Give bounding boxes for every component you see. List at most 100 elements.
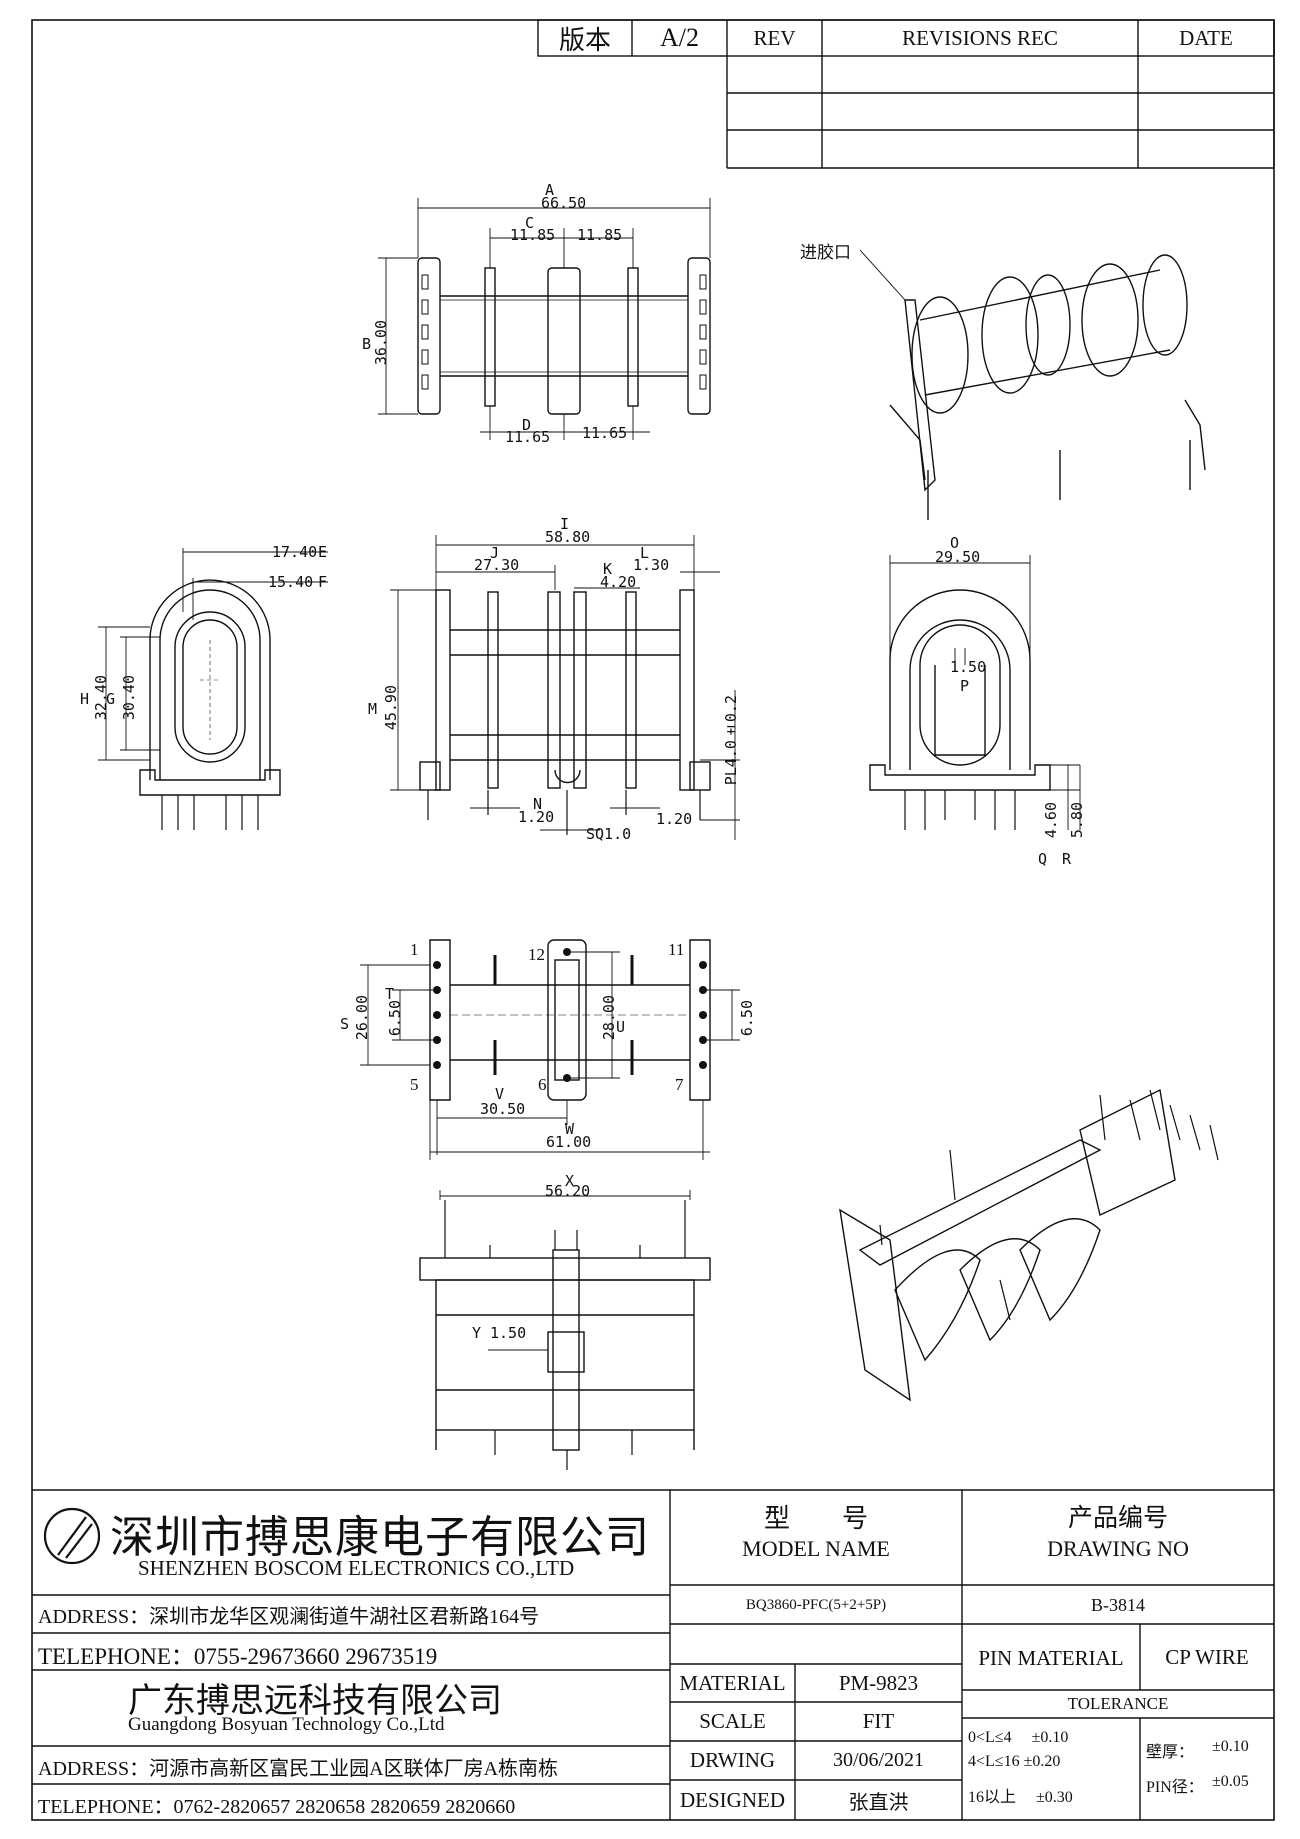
date-header: DATE xyxy=(1179,25,1233,50)
pin-1-label: 1 xyxy=(410,940,419,959)
dim-N-left: 1.20 xyxy=(518,808,555,826)
dim-V: 30.50 xyxy=(480,1100,526,1118)
dim-SQ: SQ1.0 xyxy=(586,825,632,843)
designed-label: DESIGNED xyxy=(680,1787,785,1812)
model-label-en: MODEL NAME xyxy=(742,1536,890,1561)
dim-V-letter: V xyxy=(495,1085,505,1103)
dim-T: 6.50 xyxy=(386,1000,404,1037)
dim-J: 27.30 xyxy=(474,556,520,574)
dim-C-letter: C xyxy=(525,214,535,232)
dim-P-letter: P xyxy=(960,677,970,695)
dim-R: 5.80 xyxy=(1068,802,1086,839)
dim-J-letter: J xyxy=(490,544,500,562)
version-label: 版本 xyxy=(558,25,611,55)
dim-D-right: 11.65 xyxy=(582,424,628,442)
pin-7-label: 7 xyxy=(675,1075,684,1094)
dim-M: 45.90 xyxy=(382,685,400,731)
dim-Y: 1.50 xyxy=(490,1324,527,1342)
dim-A: 66.50 xyxy=(541,194,587,212)
iso-view-1 xyxy=(859,249,1206,520)
company2-name-en: Guangdong Bosyuan Technology Co.,Ltd xyxy=(128,1714,445,1735)
revisions-header: REVISIONS REC xyxy=(902,25,1058,50)
revision-table xyxy=(537,19,1275,169)
version-value: A/2 xyxy=(660,23,699,52)
gate-label: 进胶口 xyxy=(800,243,851,262)
title-block-grid xyxy=(32,1489,1274,1820)
dim-X: 56.20 xyxy=(545,1182,591,1200)
front-view xyxy=(390,535,740,840)
dim-K: 4.20 xyxy=(600,573,637,591)
end-view-right xyxy=(869,555,1081,830)
dim-PL: PL4.0±0.2 xyxy=(722,695,740,786)
pin-dia-label: PIN径： xyxy=(1146,1779,1204,1796)
end-view-left xyxy=(98,548,328,830)
dim-A-letter: A xyxy=(545,181,555,199)
dim-P: 1.50 xyxy=(950,658,987,676)
drawing-date-label: DRWING xyxy=(689,1748,776,1772)
dim-W-letter: W xyxy=(565,1120,575,1138)
dim-D-letter: D xyxy=(522,416,532,434)
dim-D-left: 11.65 xyxy=(505,428,551,446)
dim-G-letter: G xyxy=(106,690,116,708)
dim-F-letter: F xyxy=(318,573,328,591)
company-name-en: SHENZHEN BOSCOM ELECTRONICS CO.,LTD xyxy=(138,1556,575,1580)
pin-11-label: 11 xyxy=(668,940,685,959)
pin-6-label: 6 xyxy=(538,1075,547,1094)
dim-S-letter: S xyxy=(340,1015,350,1033)
dim-W: 61.00 xyxy=(546,1133,592,1151)
drawing-value: B-3814 xyxy=(1091,1594,1145,1615)
drawing-date-value: 30/06/2021 xyxy=(832,1749,925,1771)
dim-N-right: 1.20 xyxy=(656,810,693,828)
model-label-cn: 型 号 xyxy=(763,1503,868,1533)
dim-B: 36.00 xyxy=(372,320,390,366)
tolerance-row-1: 0<L≤4 ±0.10 xyxy=(968,1729,1069,1746)
dim-Q: 4.60 xyxy=(1042,802,1060,839)
side-view xyxy=(419,1190,711,1470)
drawing-label-en: DRAWING NO xyxy=(1047,1536,1189,1561)
iso-view-2 xyxy=(839,1088,1219,1402)
dim-N-letter: N xyxy=(533,795,543,813)
dim-O-letter: O xyxy=(950,534,960,552)
dim-C-left: 11.85 xyxy=(510,226,556,244)
dim-U-letter: U xyxy=(616,1018,626,1036)
drawing-label-cn: 产品编号 xyxy=(1067,1505,1168,1532)
dim-L-letter: L xyxy=(640,544,650,562)
material-label: MATERIAL xyxy=(679,1670,786,1695)
scale-value: FIT xyxy=(862,1709,895,1733)
model-value: BQ3860-PFC(5+2+5P) xyxy=(745,1596,887,1613)
tolerance-row-3: 16以上 ±0.30 xyxy=(968,1789,1073,1806)
tolerance-header: TOLERANCE xyxy=(1067,1694,1169,1713)
pin-dia-value: ±0.05 xyxy=(1212,1773,1249,1790)
dim-H-letter: H xyxy=(80,690,90,708)
approved-spacer xyxy=(670,1790,795,1818)
dim-I: 58.80 xyxy=(545,528,591,546)
address-1: ADDRESS：深圳市龙华区观澜街道牛湖社区君新路164号 xyxy=(38,1606,540,1628)
wall-value: ±0.10 xyxy=(1212,1738,1249,1755)
tolerance-row-2: 4<L≤16 ±0.20 xyxy=(968,1753,1061,1770)
dim-E: 17.40 xyxy=(272,543,318,561)
dim-I-letter: I xyxy=(560,515,570,533)
dim-O: 29.50 xyxy=(935,548,981,566)
bottom-view xyxy=(360,939,740,1160)
dim-M-letter: M xyxy=(368,700,378,718)
dim-E-letter: E xyxy=(318,543,328,561)
dim-G: 30.40 xyxy=(120,675,138,721)
designed-value: 张直洪 xyxy=(848,1791,909,1814)
dim-F: 15.40 xyxy=(268,573,314,591)
company-name-cn: 深圳市搏思康电子有限公司 xyxy=(110,1513,650,1562)
pin-5-label: 5 xyxy=(410,1075,419,1094)
wall-label: 壁厚： xyxy=(1146,1744,1195,1761)
telephone-2: TELEPHONE：0762-2820657 2820658 2820659 2… xyxy=(38,1796,516,1818)
company-logo-icon xyxy=(43,1507,101,1565)
dim-L: 1.30 xyxy=(633,556,670,574)
telephone-1: TELEPHONE：0755-29673660 29673519 xyxy=(38,1644,438,1669)
dim-T-right: 6.50 xyxy=(738,1000,756,1037)
dim-T-letter: T xyxy=(385,985,395,1003)
dim-K-letter: K xyxy=(603,560,613,578)
pin-12-label: 12 xyxy=(528,945,545,964)
dim-Q-letter: Q xyxy=(1038,850,1048,868)
company2-name-cn: 广东搏思远科技有限公司 xyxy=(128,1683,502,1720)
scale-label: SCALE xyxy=(699,1709,766,1733)
